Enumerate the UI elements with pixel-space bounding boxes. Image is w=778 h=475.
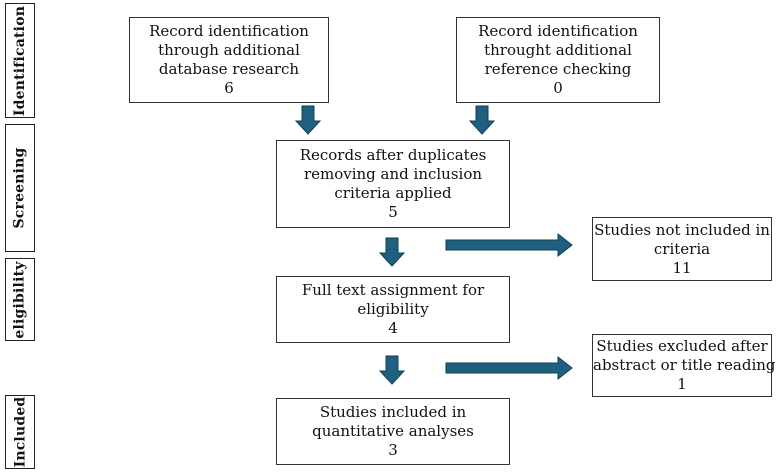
included-quant-line-1: Studies included in [319,403,467,421]
full-text-line-1: Full text assignment for [301,281,485,299]
excluded-abstract-line-1: Studies excluded after [596,337,768,355]
not-included-count: 11 [672,258,692,277]
included-quant-box: Studies included in quantitative analyse… [276,398,510,465]
down-arrow-right-icon [468,105,496,135]
stage-identification: Identification [5,3,35,118]
db-research-line-1: Record identification [149,22,309,40]
excluded-abstract-box: Studies excluded after abstract or title… [592,334,776,397]
reference-checking-line-2: throught additional [484,41,632,59]
stage-screening: Screening [5,124,35,252]
right-arrow-excluded-icon [445,355,573,381]
reference-checking-count: 0 [553,79,563,97]
full-text-line-2: eligibility [357,300,429,318]
down-arrow-left-icon [294,105,322,135]
full-text-box: Full text assignment for eligibility 4 [276,276,510,343]
stage-eligibility: eligibility [5,258,35,341]
after-duplicates-line-2: removing and inclusion [303,165,483,183]
not-included-line-1: Studies not included in [594,220,770,239]
full-text-count: 4 [388,319,398,337]
excluded-abstract-line-2: abstract or title reading [593,356,776,374]
db-research-box: Record identification through additional… [129,17,329,103]
not-included-box: Studies not included in criteria 11 [592,217,772,281]
db-research-line-3: database research [158,60,300,78]
after-duplicates-line-3: criteria applied [334,184,452,202]
right-arrow-not-included-icon [445,232,573,258]
db-research-count: 6 [224,79,234,97]
after-duplicates-count: 5 [388,203,398,221]
after-duplicates-line-1: Records after duplicates [299,146,487,164]
stage-included: Included [5,395,35,469]
down-arrow-screening-icon [378,237,406,267]
included-quant-count: 3 [388,441,398,459]
not-included-line-2: criteria [653,239,711,258]
after-duplicates-box: Records after duplicates removing and in… [276,140,510,228]
reference-checking-line-1: Record identification [478,22,638,40]
included-quant-line-2: quantitative analyses [312,422,474,440]
down-arrow-eligibility-icon [378,355,406,385]
excluded-abstract-count: 1 [677,375,687,393]
reference-checking-line-3: reference checking [484,60,632,78]
reference-checking-box: Record identification throught additiona… [456,17,660,103]
db-research-line-2: through additional [158,41,300,59]
